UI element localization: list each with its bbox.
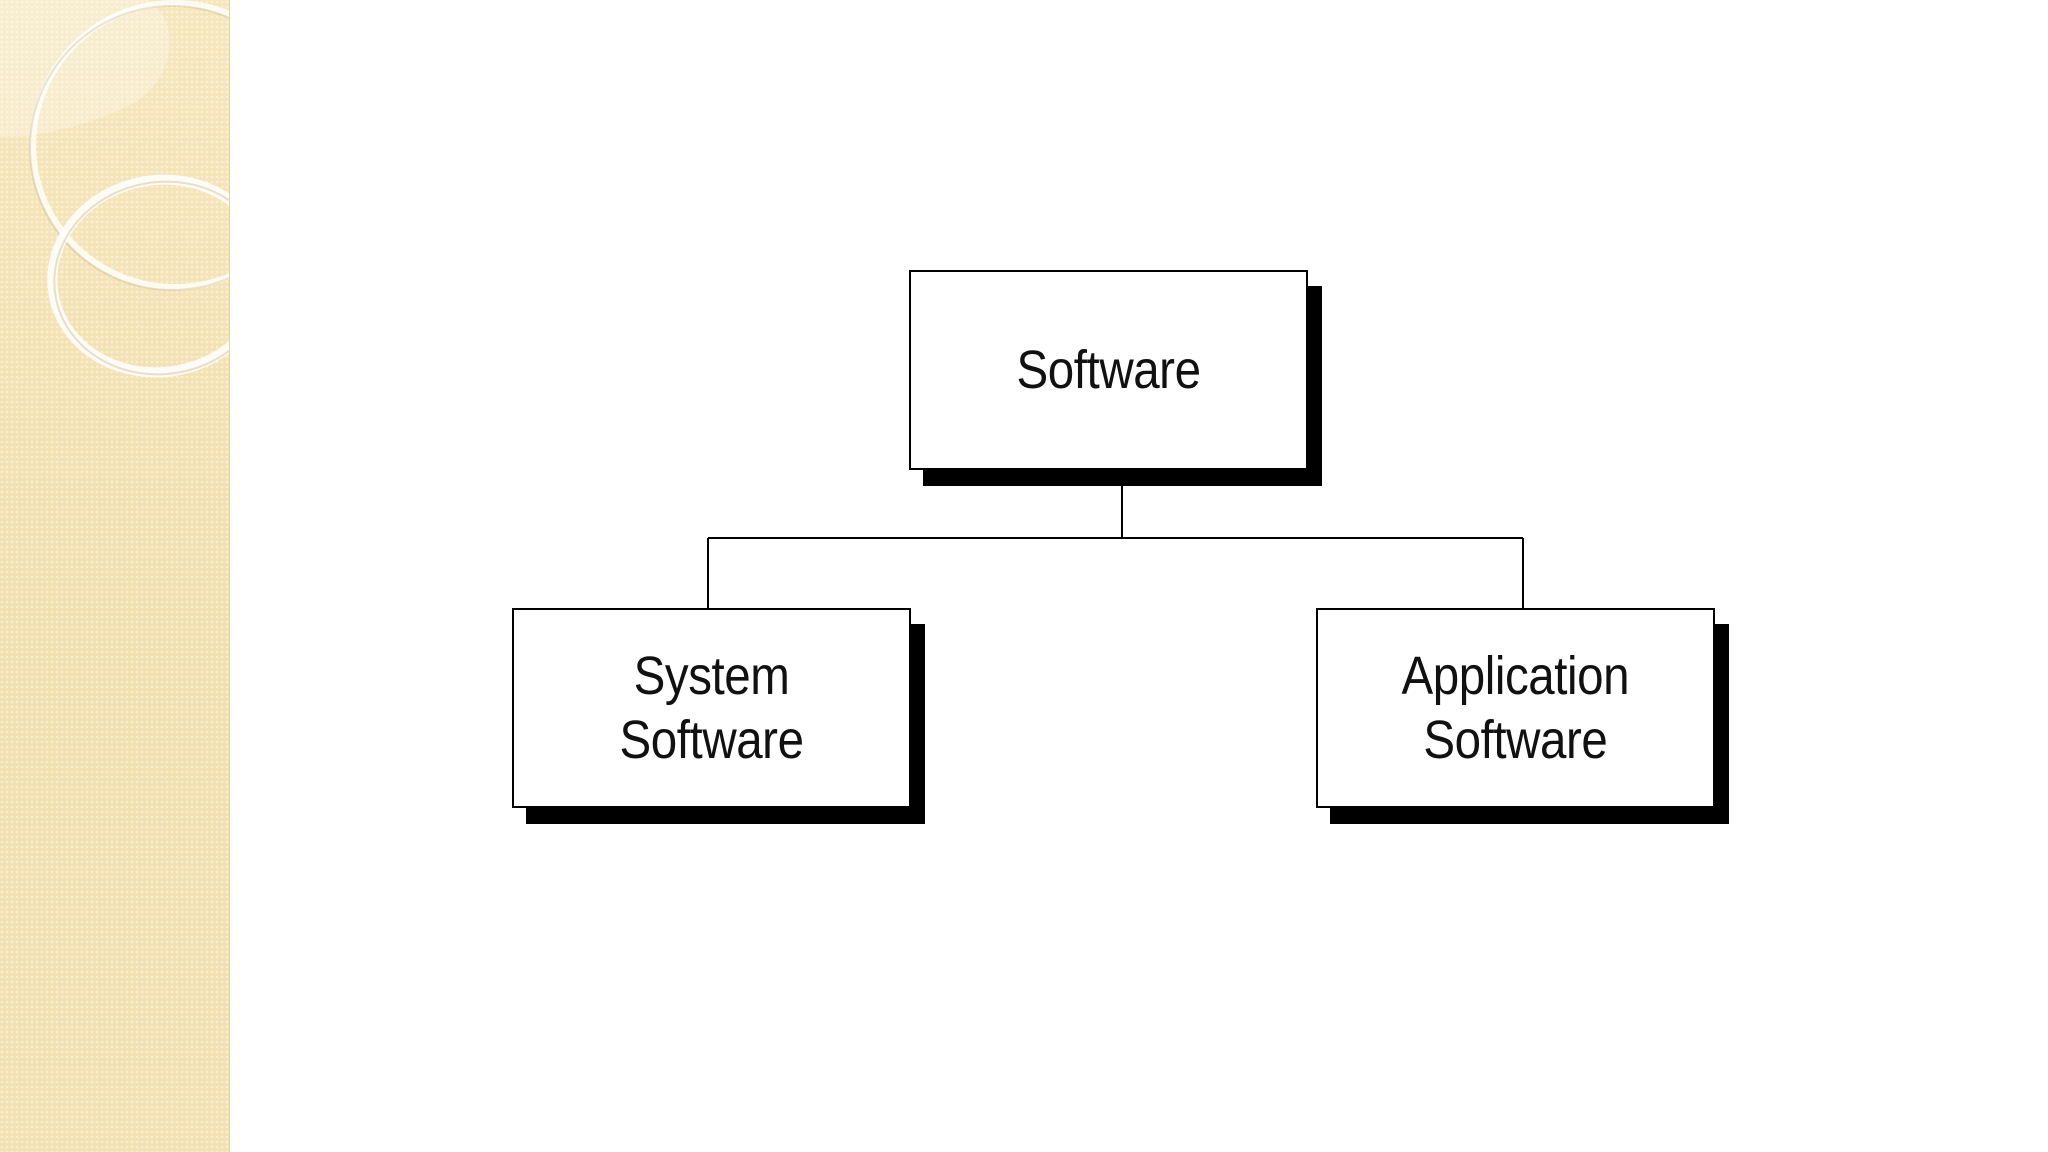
node-application-software-line2: Software — [1423, 710, 1608, 770]
node-software: Software — [909, 270, 1308, 470]
decorative-side-panel — [0, 0, 230, 1152]
node-system-software-line2: Software — [619, 710, 804, 770]
node-software-label: Software — [1016, 340, 1201, 400]
decorative-rings-graphic — [0, 0, 229, 378]
node-application-software-line1: Application — [1401, 646, 1630, 706]
node-system-software-line1: System — [633, 646, 790, 706]
